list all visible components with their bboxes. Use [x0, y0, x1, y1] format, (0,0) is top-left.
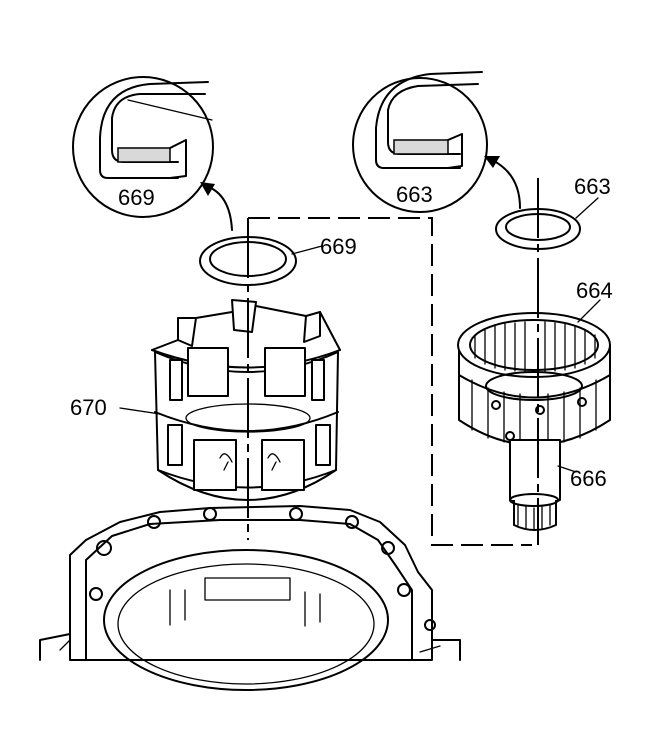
- leader-669: [291, 245, 323, 255]
- cage-housing-670: [151, 299, 341, 501]
- arrowhead-icon: [484, 156, 500, 168]
- leader-666: [557, 465, 577, 473]
- detail-label-669: 669: [118, 185, 155, 210]
- label-666: 666: [570, 466, 607, 491]
- detail-label-663: 663: [396, 182, 433, 207]
- label-669: 669: [320, 234, 357, 259]
- label-663: 663: [574, 174, 611, 199]
- arrow-to-detail-663: [491, 159, 521, 209]
- leader-664: [577, 299, 601, 323]
- assembly-path-line: [248, 217, 532, 546]
- leader-663: [575, 197, 599, 219]
- transmission-case: [39, 505, 461, 691]
- leader-670: [119, 407, 161, 415]
- output-shaft-666: [509, 439, 561, 531]
- detail-view-663: 663: [352, 71, 488, 213]
- label-670: 670: [70, 395, 107, 420]
- label-664: 664: [576, 278, 613, 303]
- arrowhead-icon: [200, 182, 215, 196]
- detail-view-669: 669: [72, 76, 214, 218]
- clutch-drum-664: [457, 312, 611, 447]
